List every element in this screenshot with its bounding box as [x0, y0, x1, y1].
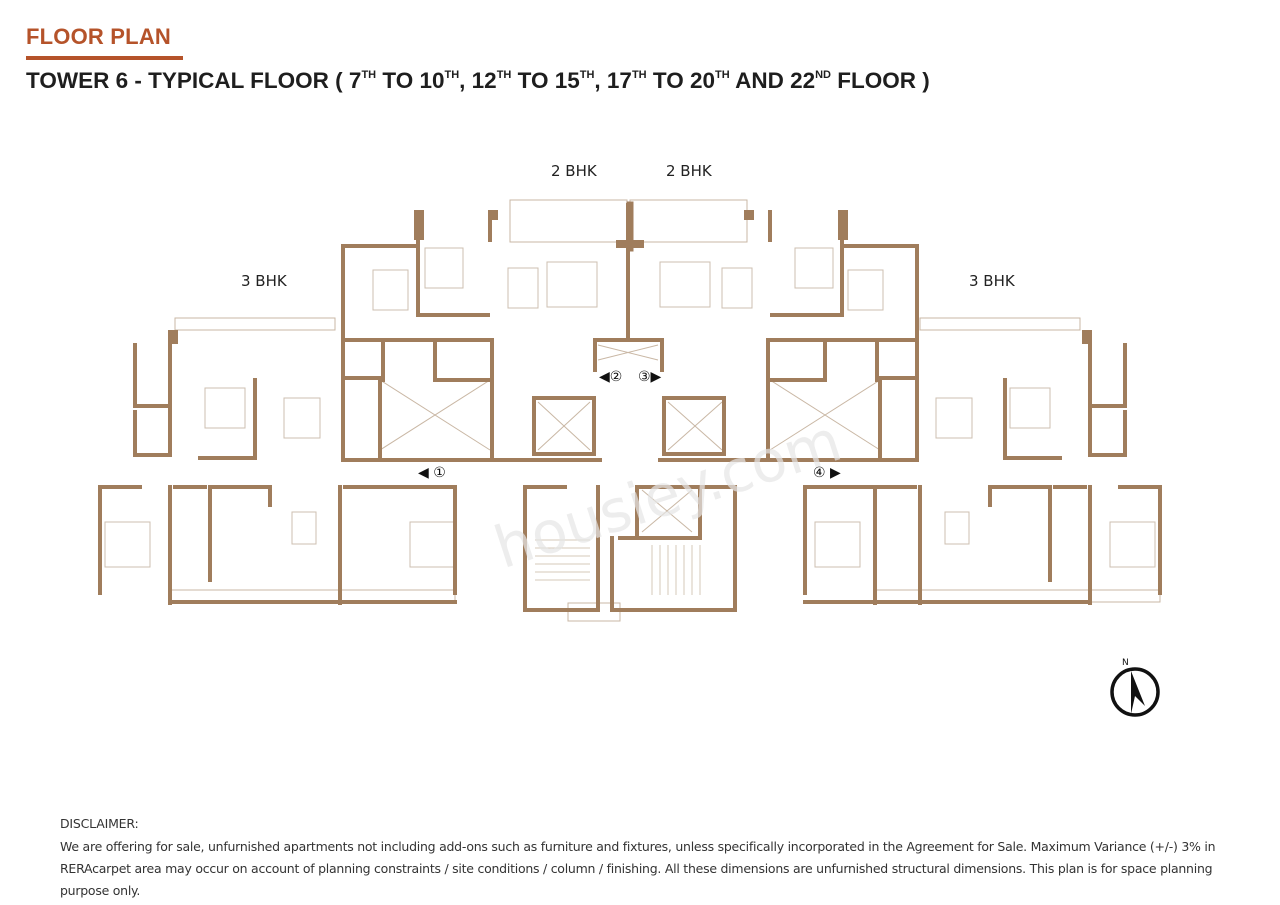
ordinal-suffix: ND: [815, 69, 831, 81]
unit-label-2bhk-left: 2 BHK: [551, 162, 597, 180]
ordinal-suffix: TH: [579, 69, 595, 81]
unit-label-3bhk-right: 3 BHK: [969, 272, 1015, 290]
entry-marker-3: ③▶: [638, 369, 662, 385]
entry-marker-1: ◀ ①: [418, 465, 446, 481]
disclaimer-body: We are offering for sale, unfurnished ap…: [60, 839, 1216, 898]
ordinal-suffix: TH: [361, 69, 377, 81]
unit-label-2bhk-right: 2 BHK: [666, 162, 712, 180]
ordinal-suffix: TH: [444, 69, 460, 81]
floor-subtitle: TOWER 6 - TYPICAL FLOOR ( 7TH TO 10TH, 1…: [26, 68, 930, 93]
entry-marker-2: ◀②: [599, 369, 623, 385]
disclaimer-heading: DISCLAIMER:: [60, 816, 139, 831]
page-title: FLOOR PLAN: [26, 24, 171, 49]
svg-text:N: N: [1122, 658, 1129, 668]
ordinal-suffix: TH: [714, 69, 730, 81]
ordinal-suffix: TH: [496, 69, 512, 81]
title-underline: [26, 56, 183, 60]
ordinal-suffix: TH: [631, 69, 647, 81]
entry-marker-4: ④ ▶: [813, 465, 841, 481]
north-arrow-icon: N: [1108, 654, 1166, 720]
unit-label-3bhk-left: 3 BHK: [241, 272, 287, 290]
